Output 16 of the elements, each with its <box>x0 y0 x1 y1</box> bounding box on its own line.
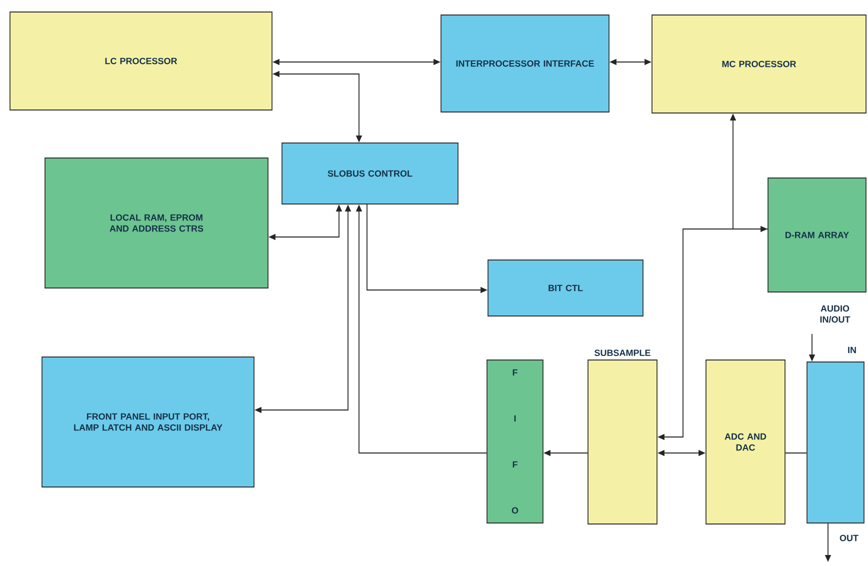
processor-box: MC PROCESSOR <box>652 14 866 114</box>
processor-box: LC PROCESSOR <box>10 12 272 110</box>
signal-label: AUDIO IN/OUT <box>820 305 850 323</box>
edge-label: OUT <box>840 534 858 542</box>
fifo-box: F I F O <box>486 360 544 524</box>
panel-box: FRONT PANEL INPUT PORT, LAMP LATCH AND ASCII DISPLAY <box>42 356 254 488</box>
audio-box <box>806 362 864 524</box>
memory-box: LOCAL RAM, EPROM AND ADDRESS CTRS <box>44 158 268 288</box>
control-box: SLOBUS CONTROL <box>282 142 458 204</box>
memory-box: D-RAM ARRAY <box>768 178 866 292</box>
subsample-box: SUBSAMPLE <box>588 350 658 524</box>
edge-label: IN <box>848 346 856 354</box>
interface-box: INTERPROCESSOR INTERFACE <box>440 14 610 112</box>
control-box: BIT CTL <box>488 260 644 316</box>
node-label: SUBSAMPLE <box>594 350 650 356</box>
converter-box: ADC AND DAC <box>706 360 786 524</box>
